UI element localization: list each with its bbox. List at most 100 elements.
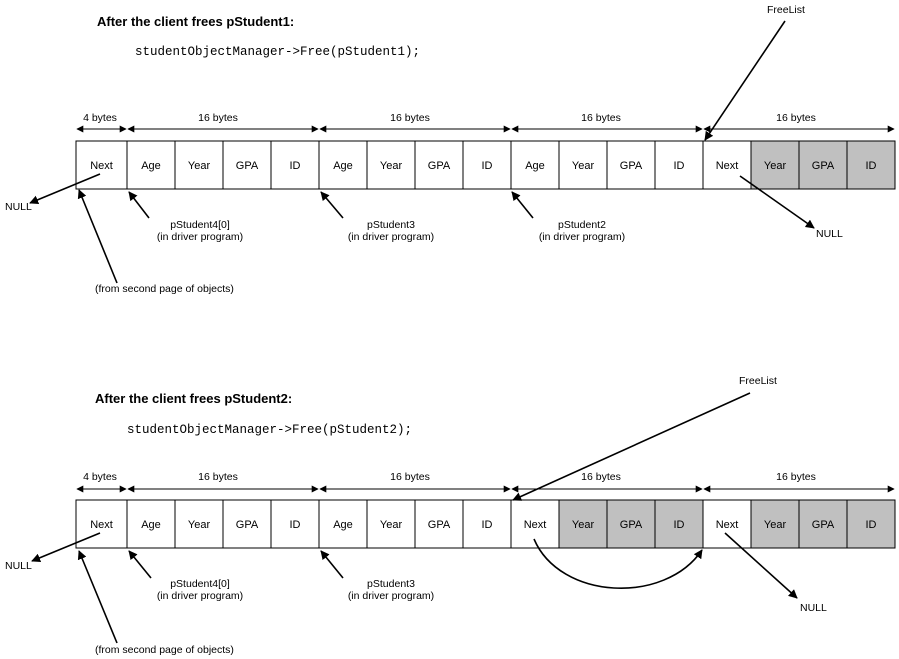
panel-2-freelist-label: FreeList	[739, 375, 777, 387]
panel-1-cell-16	[846, 140, 896, 190]
panel-1-size-1: 16 bytes	[198, 112, 238, 124]
panel-1-null-left: NULL	[5, 201, 32, 213]
panel-1-pointer-note-1: (in driver program)	[348, 231, 434, 243]
panel-1-size-row: 4 bytes 16 bytes 16 bytes 16 bytes 16 by…	[76, 112, 895, 133]
panel-1-cell-4	[270, 140, 320, 190]
panel-2-cell-label-0: Next	[90, 519, 113, 531]
panel-2-size-3: 16 bytes	[581, 471, 621, 483]
panel-2-arrows	[31, 392, 798, 644]
panel-2-pointer-note-1: (in driver program)	[348, 590, 434, 602]
panel-2-freelist-arrow	[512, 392, 751, 501]
panel-2-cell-11	[606, 499, 656, 549]
panel-2-pointer-name-0: pStudent4[0]	[170, 578, 230, 590]
panel-1-cell-label-14: Year	[764, 160, 787, 172]
panel-2-null-right-arrow	[724, 532, 798, 599]
panel-1-freelist-label: FreeList	[767, 4, 805, 16]
panel-1-cell-label-6: Year	[380, 160, 403, 172]
panel-2-null-left-arrow	[31, 532, 101, 563]
panel-2-cell-label-5: Age	[333, 519, 353, 531]
panel-1-cell-label-9: Age	[525, 160, 545, 172]
panel-2-cell-16	[846, 499, 896, 549]
panel-2-cell-7	[414, 499, 464, 549]
panel-2-cell-6	[366, 499, 416, 549]
panel-2-size-1: 16 bytes	[198, 471, 238, 483]
panel-1-null-right-arrow	[739, 175, 815, 229]
panel-1-pointer-arrow-0	[128, 191, 150, 219]
panel-2-cell-1	[126, 499, 176, 549]
panel-2-cell-label-3: GPA	[236, 519, 259, 531]
panel-1-size-2: 16 bytes	[390, 112, 430, 124]
panel-2-pointer-arrow-1	[320, 550, 344, 579]
panel-2-cell-4	[270, 499, 320, 549]
panel-1-cell-label-5: Age	[333, 160, 353, 172]
panel-2-pointer-name-1: pStudent3	[367, 578, 415, 590]
panel-1-size-0: 4 bytes	[83, 112, 117, 124]
panel-2-heading: After the client frees pStudent2:	[95, 391, 292, 406]
panel-1-second-page-arrow	[77, 189, 118, 284]
panel-1-pointer-note-2: (in driver program)	[539, 231, 625, 243]
panel-2-cell-3	[222, 499, 272, 549]
panel-1-cell-label-12: ID	[674, 160, 685, 172]
panel-1-cell-label-11: GPA	[620, 160, 643, 172]
panel-1-code: studentObjectManager->Free(pStudent1);	[135, 45, 420, 59]
panel-2-cell-label-16: ID	[866, 519, 877, 531]
panel-2-cell-label-12: ID	[674, 519, 685, 531]
panel-1-freelist-arrow	[704, 20, 786, 141]
panel-2-cell-label-8: ID	[482, 519, 493, 531]
panel-2-cell-label-4: ID	[290, 519, 301, 531]
panel-2-second-page-label: (from second page of objects)	[95, 644, 234, 656]
panel-1-cell-label-4: ID	[290, 160, 301, 172]
panel-1-pointer-arrow-2	[511, 191, 534, 219]
panel-2-pointer-note-0: (in driver program)	[157, 590, 243, 602]
panel-2-size-0: 4 bytes	[83, 471, 117, 483]
panel-2-cell-label-13: Next	[716, 519, 739, 531]
panel-1-cell-label-15: GPA	[812, 160, 835, 172]
panel-1-size-4: 16 bytes	[776, 112, 816, 124]
panel-2-next-link-arrow	[533, 538, 703, 589]
panel-1-null-left-arrow	[29, 173, 101, 205]
panel-1-cell-6	[366, 140, 416, 190]
panel-1-cell-2	[174, 140, 224, 190]
panel-2-cell-15	[798, 499, 848, 549]
panel-2-cell-label-15: GPA	[812, 519, 835, 531]
panel-2-cell-label-6: Year	[380, 519, 403, 531]
panel-1-cell-10	[558, 140, 608, 190]
panel-1-cell-label-8: ID	[482, 160, 493, 172]
panel-2-cell-10	[558, 499, 608, 549]
panel-2-null-right: NULL	[800, 602, 827, 614]
panel-1-cell-label-10: Year	[572, 160, 595, 172]
panel-1-pointer-note-0: (in driver program)	[157, 231, 243, 243]
panel-1-pointer-arrow-1	[320, 191, 344, 219]
panel-1-cell-12	[654, 140, 704, 190]
panel-2-cell-label-2: Year	[188, 519, 211, 531]
panel-1-arrows	[29, 20, 815, 284]
panel-1-cell-14	[750, 140, 800, 190]
panel-1-cell-1	[126, 140, 176, 190]
panel-2-cell-8	[462, 499, 512, 549]
panel-1-cell-label-2: Year	[188, 160, 211, 172]
panel-2-size-row: 4 bytes 16 bytes 16 bytes 16 bytes 16 by…	[76, 471, 895, 493]
panel-1: After the client frees pStudent1: studen…	[5, 4, 896, 295]
panel-1-pointer-name-1: pStudent3	[367, 219, 415, 231]
panel-2-size-4: 16 bytes	[776, 471, 816, 483]
panel-2: After the client frees pStudent2: studen…	[5, 375, 896, 656]
panel-2-null-left: NULL	[5, 560, 32, 572]
panel-2-second-page-arrow	[77, 550, 118, 644]
panel-1-null-right: NULL	[816, 228, 843, 240]
panel-1-second-page-label: (from second page of objects)	[95, 283, 234, 295]
panel-1-cell-label-16: ID	[866, 160, 877, 172]
panel-1-cell-8	[462, 140, 512, 190]
panel-1-cell-label-3: GPA	[236, 160, 259, 172]
panel-1-pointer-name-0: pStudent4[0]	[170, 219, 230, 231]
panel-2-pointer-arrow-0	[128, 550, 152, 579]
panel-2-cell-14	[750, 499, 800, 549]
panel-2-cell-13	[702, 499, 752, 549]
panel-2-cell-label-1: Age	[141, 519, 161, 531]
panel-1-cell-label-1: Age	[141, 160, 161, 172]
panel-2-cell-5	[318, 499, 368, 549]
panel-2-cell-label-7: GPA	[428, 519, 451, 531]
panel-2-cell-label-11: GPA	[620, 519, 643, 531]
panel-2-size-2: 16 bytes	[390, 471, 430, 483]
